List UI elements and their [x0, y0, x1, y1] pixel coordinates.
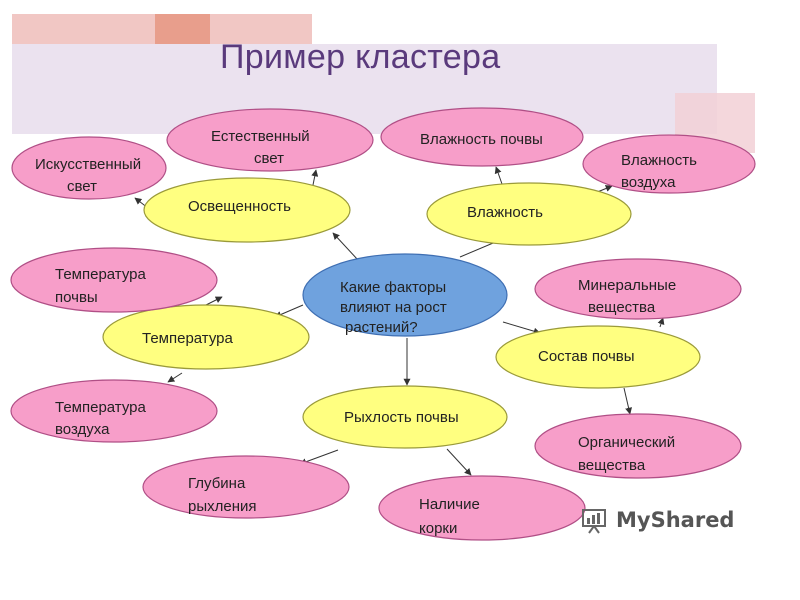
node-air-humidity-label-2: воздуха [621, 174, 676, 191]
node-soil-moisture-label-1: Влажность почвы [420, 131, 543, 148]
node-air-temperature: Температура воздуха [10, 379, 218, 443]
node-soil-temperature-shape [10, 247, 218, 313]
arrow-temperature-to-air-temperature [167, 372, 183, 383]
node-artificial-light-shape [11, 136, 167, 200]
node-crust-label-2: корки [419, 520, 457, 537]
node-temperature-shape [102, 304, 310, 370]
node-air-temperature-shape [10, 379, 218, 443]
node-soil-composition-label-1: Состав почвы [538, 348, 635, 365]
node-soil-moisture: Влажность почвы [380, 107, 584, 167]
title-band [12, 44, 717, 134]
node-crust-label-1: Наличие [419, 496, 480, 513]
node-crust: Наличие корки [378, 475, 586, 541]
arrow-center-to-lighting [332, 232, 359, 261]
node-soil-temperature-label-2: почвы [55, 289, 98, 306]
node-artificial-light-label-1: Искусственный [35, 156, 141, 173]
node-soil-composition-shape [495, 325, 701, 389]
watermark-text: MyShared [616, 508, 735, 532]
node-lighting: Освещенность [143, 177, 351, 243]
node-minerals-label-1: Минеральные [578, 277, 676, 294]
node-artificial-light-label-2: свет [67, 178, 97, 195]
node-air-temperature-label-1: Температура [55, 399, 147, 416]
arrow-soil-looseness-to-crust [446, 448, 472, 476]
arrow-soil-composition-to-organic [623, 387, 632, 415]
diagram-nodes: Какие факторы влияют на рост растений? Осве… [10, 107, 756, 541]
node-minerals: Минеральные вещества [534, 258, 742, 320]
node-natural-light-label-2: свет [254, 150, 284, 167]
node-loosening-depth: Глубина рыхления [142, 455, 350, 519]
node-center-label-3: растений? [345, 319, 418, 336]
arrow-soil-composition-to-minerals [657, 317, 665, 328]
node-soil-temperature: Температура почвы [10, 247, 218, 313]
node-center: Какие факторы влияют на рост растений? [302, 253, 508, 337]
arrow-lighting-to-natural-light [311, 169, 319, 186]
node-air-temperature-label-2: воздуха [55, 421, 110, 438]
node-organic-shape [534, 413, 742, 479]
node-organic-label-2: вещества [578, 457, 646, 474]
node-air-humidity: Влажность воздуха [582, 134, 756, 194]
node-loosening-depth-shape [142, 455, 350, 519]
node-humidity-label-1: Влажность [467, 204, 543, 221]
node-center-shape [302, 253, 508, 337]
arrow-humidity-to-soil-moisture [494, 166, 503, 185]
node-organic-label-1: Органический [578, 434, 675, 451]
node-organic: Органический вещества [534, 413, 742, 479]
node-soil-moisture-shape [380, 107, 584, 167]
node-minerals-label-2: вещества [588, 299, 656, 316]
page-title: Пример кластера [220, 38, 501, 76]
node-center-label-2: влияют на рост [340, 299, 447, 316]
node-natural-light: Естественный свет [166, 108, 374, 172]
node-natural-light-shape [166, 108, 374, 172]
node-humidity: Влажность [426, 182, 632, 246]
node-air-humidity-shape [582, 134, 756, 194]
node-soil-temperature-label-1: Температура [55, 266, 147, 283]
node-air-humidity-label-1: Влажность [621, 152, 697, 169]
node-lighting-label-1: Освещенность [188, 198, 291, 215]
presentation-logo-icon [582, 509, 606, 534]
arrow-center-to-soil-composition [502, 321, 541, 335]
node-temperature-label-1: Температура [142, 330, 234, 347]
node-soil-composition: Состав почвы [495, 325, 701, 389]
watermark: MyShared [580, 505, 734, 535]
node-temperature: Температура [102, 304, 310, 370]
node-artificial-light: Искусственный свет [11, 136, 167, 200]
node-soil-looseness: Рыхлость почвы [302, 385, 508, 449]
node-minerals-shape [534, 258, 742, 320]
node-crust-shape [378, 475, 586, 541]
node-humidity-shape [426, 182, 632, 246]
arrow-temperature-to-soil-temperature [205, 296, 223, 306]
node-natural-light-label-1: Естественный [211, 128, 310, 145]
node-center-label-1: Какие факторы [340, 279, 446, 296]
node-loosening-depth-label-1: Глубина [188, 475, 246, 492]
node-soil-looseness-label-1: Рыхлость почвы [344, 409, 459, 426]
node-lighting-shape [143, 177, 351, 243]
node-loosening-depth-label-2: рыхления [188, 498, 257, 515]
node-soil-looseness-shape [302, 385, 508, 449]
